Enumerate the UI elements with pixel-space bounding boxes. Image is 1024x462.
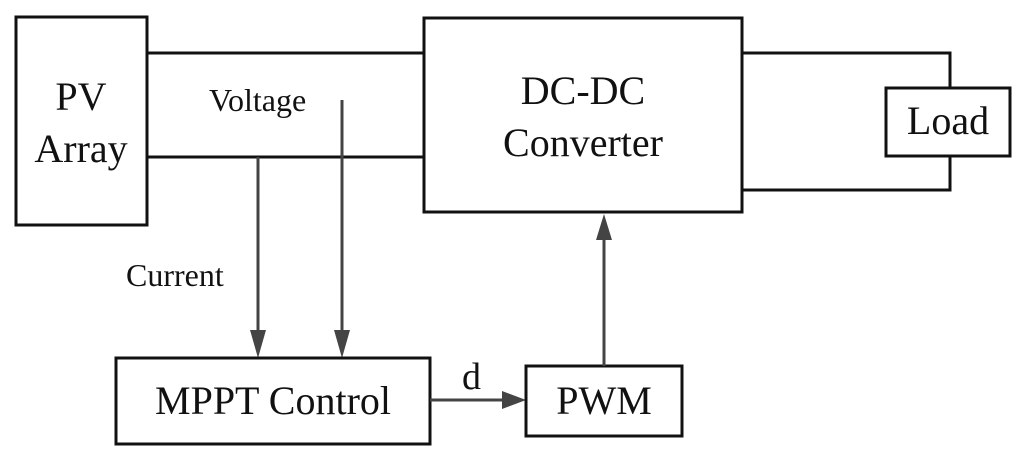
converter-label-line2: Converter: [503, 120, 663, 165]
pv-array-block: PV Array: [14, 15, 149, 227]
voltage-arrowhead: [334, 330, 350, 358]
load-label: Load: [907, 98, 989, 143]
mppt-control-block: MPPT Control: [114, 356, 432, 446]
load-block: Load: [884, 86, 1012, 158]
dc-dc-converter-block: DC-DC Converter: [422, 16, 744, 214]
pwm-to-converter-arrowhead: [596, 214, 612, 240]
mppt-control-label: MPPT Control: [155, 378, 391, 423]
current-arrowhead: [250, 330, 266, 358]
voltage-label: Voltage: [209, 82, 306, 118]
wire-converter-to-load-top: [742, 51, 952, 88]
pwm-label: PWM: [556, 378, 652, 423]
converter-label-line1: DC-DC: [521, 68, 645, 113]
current-label: Current: [126, 257, 224, 293]
pv-array-label-line2: Array: [34, 126, 127, 171]
duty-cycle-label: d: [462, 356, 481, 398]
wire-converter-to-load-bottom: [742, 156, 952, 192]
pwm-block: PWM: [524, 364, 684, 438]
duty-cycle-arrowhead: [502, 391, 526, 409]
pv-array-label-line1: PV: [55, 74, 106, 119]
